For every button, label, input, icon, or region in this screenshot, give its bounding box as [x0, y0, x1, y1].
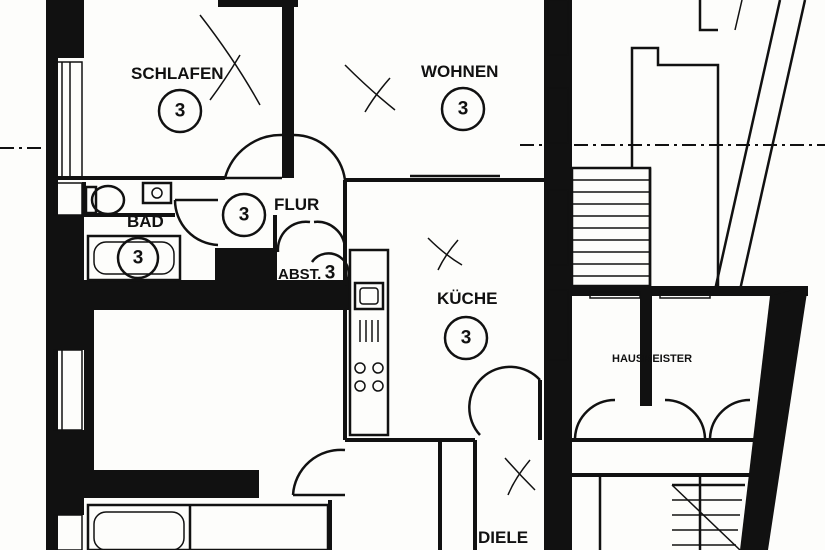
doors: [173, 133, 751, 497]
windows-right: [547, 0, 569, 361]
kitchen-fixtures: [348, 248, 390, 437]
light-fixtures: [199, 14, 536, 496]
room-label-bad: BAD: [127, 212, 164, 231]
interior-walls: [58, 0, 544, 550]
section-line: [0, 144, 825, 149]
room-number-abst: 3: [325, 263, 336, 284]
room-label-diele: DIELE: [478, 528, 528, 547]
room-number-circles: [116, 86, 489, 361]
room-number-bad: 3: [133, 248, 144, 269]
stairwell: [570, 0, 807, 291]
bathroom-fixtures: [84, 181, 182, 282]
room-label-abst: ABST.: [278, 266, 321, 283]
hausmeister-block: [572, 286, 808, 550]
room-number-schlafen: 3: [175, 101, 186, 122]
room-label-kueche: KÜCHE: [437, 289, 497, 308]
room-number-wohnen: 3: [458, 99, 469, 120]
room-label-flur: FLUR: [274, 195, 319, 214]
room-label-schlafen: SCHLAFEN: [131, 64, 224, 83]
room-label-hausmeister: HAUSMEISTER: [612, 353, 692, 365]
windows-left: [53, 61, 83, 550]
bathtub-lower: [86, 503, 330, 550]
room-number-kueche: 3: [461, 328, 472, 349]
room-label-wohnen: WOHNEN: [421, 62, 498, 81]
room-number-flur: 3: [239, 205, 250, 226]
